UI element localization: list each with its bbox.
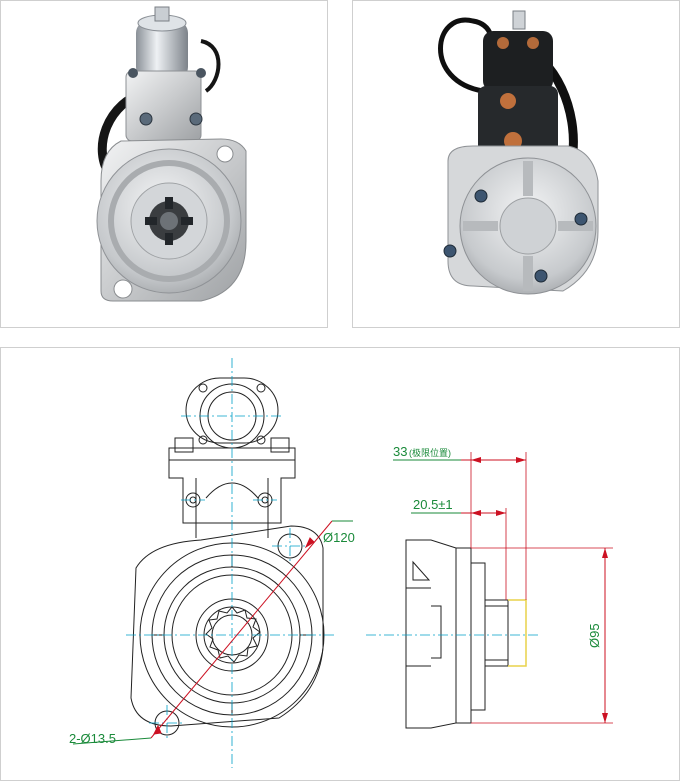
dim-20-5-line (411, 510, 506, 516)
starter-motor-front-photo (96, 6, 247, 302)
dim-pinion-projection-note: (极限位置) (409, 447, 451, 458)
starter-motor-technical-drawing: Ø120 2-Ø13.5 (69, 358, 613, 768)
dim-33-line (393, 457, 526, 463)
front-view (130, 377, 325, 736)
dim-pilot-diameter: Ø95 (587, 623, 602, 648)
dim-pinion-projection: 33 (393, 444, 407, 459)
dim-mount-diameter: Ø120 (323, 530, 355, 545)
starter-rear-photo-panel (352, 0, 680, 328)
side-view (405, 539, 509, 729)
pinion-extended-position (508, 599, 527, 667)
dim-leader-hole-pattern (72, 737, 152, 745)
dim-95-line (602, 548, 608, 723)
dim-hole-pattern: 2-Ø13.5 (69, 731, 116, 746)
starter-front-photo-panel (0, 0, 328, 328)
front-view-centerlines (126, 358, 336, 768)
technical-drawing-panel: Ø120 2-Ø13.5 (0, 347, 680, 781)
starter-motor-rear-photo (438, 10, 599, 295)
dim-flange-offset: 20.5±1 (413, 497, 453, 512)
